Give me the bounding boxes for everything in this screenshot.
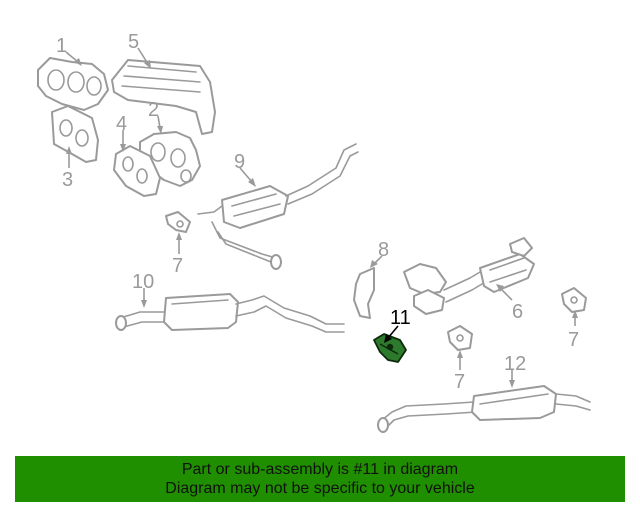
leader-lines — [65, 47, 578, 388]
part-7-hanger-bracket-c[interactable] — [447, 325, 473, 351]
callout-2: 2 — [148, 99, 159, 121]
part-9-converter-pipe[interactable] — [197, 143, 359, 270]
callout-7-a: 7 — [172, 255, 183, 277]
part-12-rear-muffler-pipe[interactable] — [377, 385, 591, 433]
callout-8: 8 — [378, 239, 389, 261]
part-1-exhaust-manifold[interactable] — [37, 57, 109, 111]
callout-10: 10 — [132, 271, 154, 293]
callout-6: 6 — [512, 301, 523, 323]
part-8-bracket[interactable] — [353, 267, 375, 319]
info-banner: Part or sub-assembly is #11 in diagram D… — [15, 456, 625, 502]
callout-9: 9 — [234, 151, 245, 173]
callout-7-c: 7 — [454, 371, 465, 393]
callout-5: 5 — [128, 31, 139, 53]
exhaust-parts-diagram: 1 5 2 3 4 9 7 10 8 6 7 7 12 11 — [37, 31, 591, 433]
part-5-heat-shield[interactable] — [111, 59, 216, 135]
banner-line-part-number: Part or sub-assembly is #11 in diagram — [181, 461, 459, 478]
callout-4: 4 — [116, 113, 127, 135]
callout-7-b: 7 — [568, 329, 579, 351]
part-10-muffler-tailpipe[interactable] — [115, 293, 345, 333]
part-7-hanger-bracket-b[interactable] — [561, 287, 587, 313]
callout-11-highlighted: 11 — [390, 307, 411, 329]
callout-labels: 1 5 2 3 4 9 7 10 8 6 7 7 12 11 — [56, 31, 579, 393]
part-6-front-pipe-converter[interactable] — [403, 237, 535, 315]
part-7-hanger-bracket-a[interactable] — [165, 211, 191, 233]
callout-3: 3 — [62, 169, 73, 191]
callout-1: 1 — [56, 35, 67, 57]
callout-12: 12 — [504, 353, 526, 375]
banner-line-disclaimer: Diagram may not be specific to your vehi… — [165, 480, 475, 497]
part-4-manifold-gasket[interactable] — [113, 145, 161, 197]
part-3-manifold-gasket[interactable] — [51, 105, 99, 163]
